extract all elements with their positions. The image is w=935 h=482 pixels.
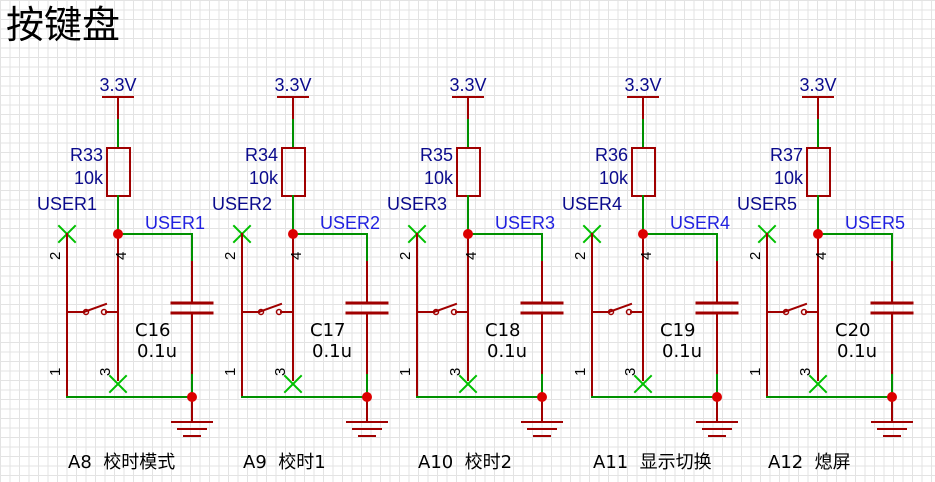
power-label: 3.3V (799, 75, 836, 95)
no-connect-marker (283, 374, 303, 394)
resistor-ref: R35 (420, 145, 453, 165)
junction-dot (887, 392, 897, 402)
pin-number: 3 (797, 368, 814, 376)
pin-number: 4 (638, 252, 655, 260)
junction-dot (288, 229, 298, 239)
capacitor-value: 0.1u (662, 341, 702, 362)
capacitor-ref: C18 (485, 320, 520, 341)
switch-contact (432, 308, 440, 316)
pin-number: 4 (463, 252, 480, 260)
switch-ref: USER1 (37, 194, 97, 214)
switch-ref: USER5 (737, 194, 797, 214)
net-label: USER1 (145, 213, 205, 233)
resistor-value: 10k (249, 168, 279, 188)
capacitor-value: 0.1u (837, 341, 877, 362)
junction-dot (463, 229, 473, 239)
switch-contact (257, 308, 265, 316)
switch-contact (82, 308, 90, 316)
switch-contact (782, 308, 790, 316)
pin-number: 1 (222, 368, 239, 376)
resistor-body (281, 147, 306, 197)
pin-number: 4 (288, 252, 305, 260)
pin-number: 1 (47, 368, 64, 376)
switch-ref: USER4 (562, 194, 622, 214)
resistor-value: 10k (74, 168, 104, 188)
pin-number: 2 (747, 252, 764, 260)
junction-dot (537, 392, 547, 402)
pin-number: 1 (747, 368, 764, 376)
capacitor-ref: C16 (135, 320, 170, 341)
resistor-body (806, 147, 831, 197)
net-label: USER2 (320, 213, 380, 233)
pin-number: 3 (622, 368, 639, 376)
switch-ref: USER2 (212, 194, 272, 214)
resistor-ref: R36 (595, 145, 628, 165)
key-caption: A11 显示切换 (593, 452, 712, 473)
resistor-ref: R34 (245, 145, 278, 165)
no-connect-stroke (458, 374, 478, 394)
resistor-body (456, 147, 481, 197)
key-caption: A10 校时2 (418, 452, 512, 473)
net-label: USER4 (670, 213, 730, 233)
pin-number: 4 (113, 252, 130, 260)
capacitor-value: 0.1u (487, 341, 527, 362)
junction-dot (813, 229, 823, 239)
switch-ref: USER3 (387, 194, 447, 214)
power-label: 3.3V (99, 75, 136, 95)
power-label: 3.3V (624, 75, 661, 95)
junction-dot (712, 392, 722, 402)
no-connect-marker (808, 374, 828, 394)
resistor-body (106, 147, 131, 197)
capacitor-ref: C17 (310, 320, 345, 341)
pin-number: 2 (397, 252, 414, 260)
resistor-ref: R33 (70, 145, 103, 165)
key-caption: A8 校时模式 (68, 452, 175, 473)
key-caption: A12 熄屏 (768, 452, 851, 473)
power-label: 3.3V (449, 75, 486, 95)
capacitor-value: 0.1u (137, 341, 177, 362)
net-label: USER5 (845, 213, 905, 233)
no-connect-stroke (283, 374, 303, 394)
capacitor-ref: C19 (660, 320, 695, 341)
pin-number: 1 (572, 368, 589, 376)
pin-number: 2 (572, 252, 589, 260)
capacitor-value: 0.1u (312, 341, 352, 362)
no-connect-marker (633, 374, 653, 394)
no-connect-stroke (108, 374, 128, 394)
junction-dot (187, 392, 197, 402)
switch-contact (607, 308, 615, 316)
no-connect-stroke (808, 374, 828, 394)
pin-number: 4 (813, 252, 830, 260)
resistor-value: 10k (424, 168, 454, 188)
pin-number: 3 (447, 368, 464, 376)
no-connect-stroke (633, 374, 653, 394)
net-label: USER3 (495, 213, 555, 233)
pin-number: 2 (222, 252, 239, 260)
pin-number: 3 (97, 368, 114, 376)
no-connect-marker (458, 374, 478, 394)
pin-number: 2 (47, 252, 64, 260)
no-connect-marker (108, 374, 128, 394)
resistor-value: 10k (774, 168, 804, 188)
resistor-body (631, 147, 656, 197)
capacitor-ref: C20 (835, 320, 870, 341)
resistor-ref: R37 (770, 145, 803, 165)
power-label: 3.3V (274, 75, 311, 95)
junction-dot (113, 229, 123, 239)
junction-dot (638, 229, 648, 239)
junction-dot (362, 392, 372, 402)
pin-number: 1 (397, 368, 414, 376)
page-title: 按键盘 (6, 3, 121, 47)
pin-number: 3 (272, 368, 289, 376)
key-caption: A9 校时1 (243, 452, 326, 473)
resistor-value: 10k (599, 168, 629, 188)
